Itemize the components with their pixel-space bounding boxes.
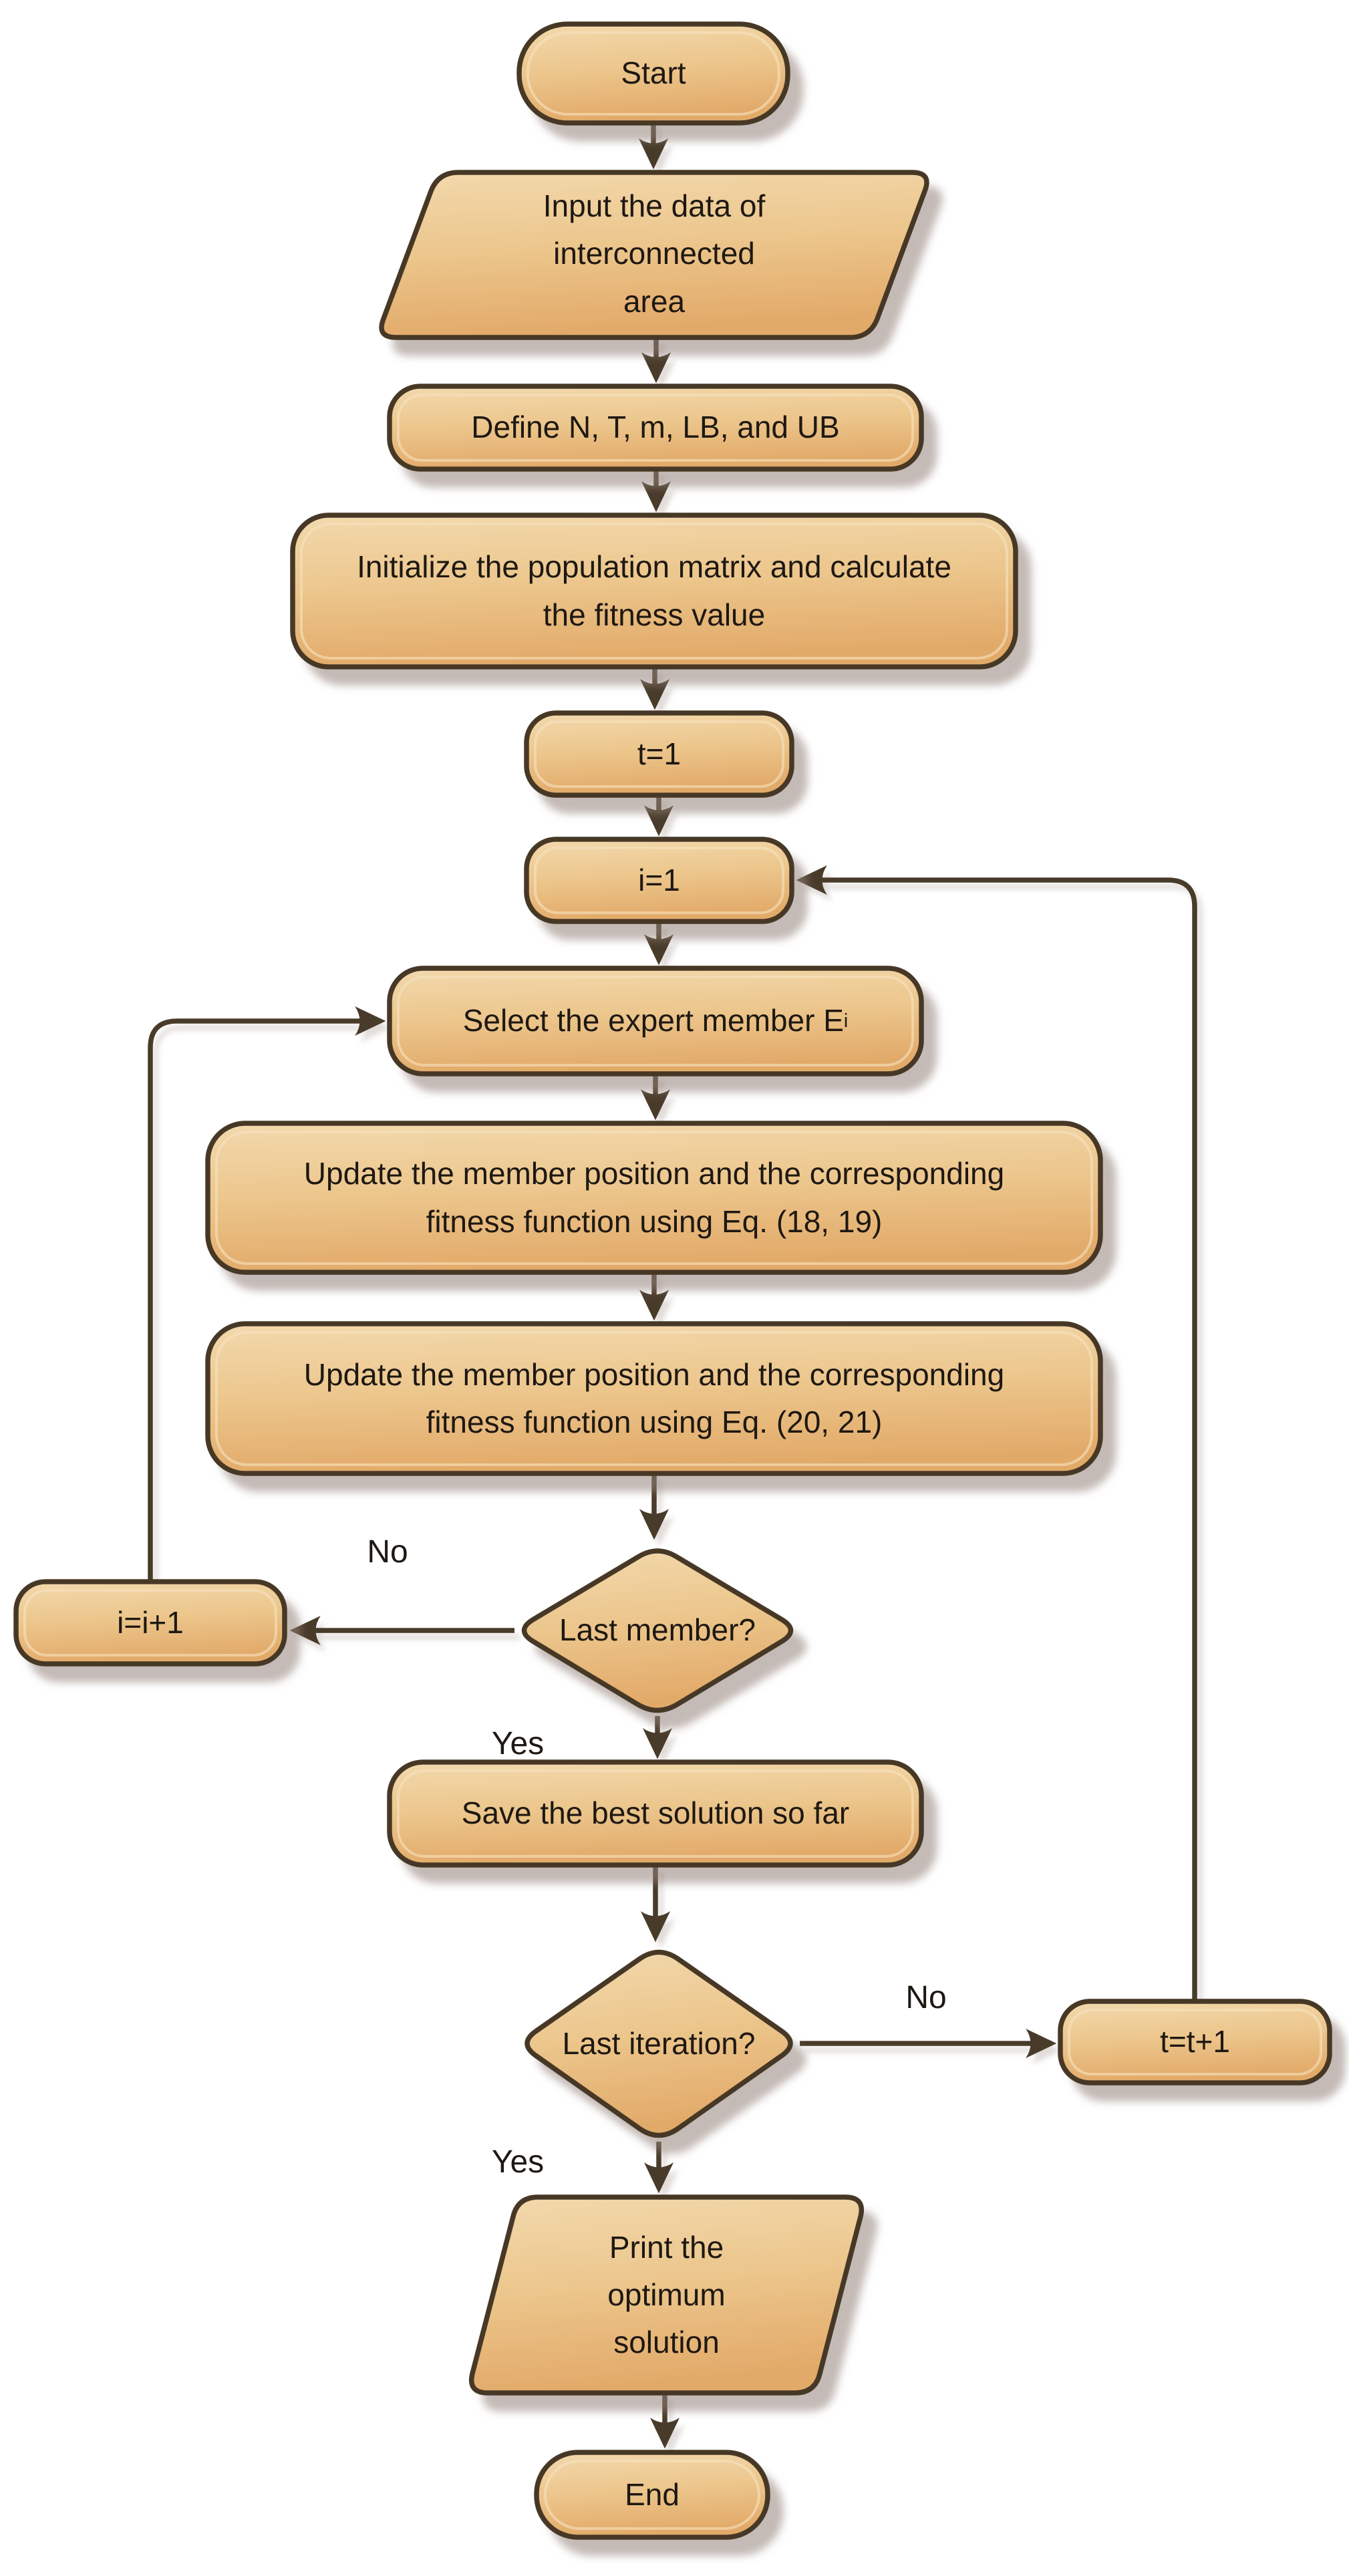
i-init-highlight — [534, 847, 784, 914]
last-member-diamond-shape — [521, 1548, 794, 1713]
edge-t-increment-to-i-init — [796, 865, 1197, 2001]
start-highlight — [527, 31, 780, 116]
i-increment-node-shape — [13, 1579, 287, 1667]
update-20-21-node-shape — [205, 1321, 1103, 1476]
t-init-highlight — [534, 720, 784, 788]
print-solution-node-shape — [469, 2194, 864, 2396]
last-iteration-diamond-shape — [524, 1949, 793, 2138]
end-node-shape — [534, 2450, 770, 2540]
update2-highlight — [215, 1331, 1093, 1466]
select-expert-node-shape — [387, 966, 924, 1077]
t-init-node-shape — [524, 710, 794, 798]
start-node-shape — [516, 21, 790, 126]
select-highlight — [397, 976, 914, 1066]
edges-group — [148, 123, 1197, 2449]
node-highlights — [23, 31, 1322, 2530]
t-increment-node-shape — [1058, 1999, 1332, 2086]
initialize-highlight — [300, 523, 1008, 660]
define-highlight — [397, 394, 914, 462]
input-data-node-shape — [379, 170, 929, 340]
nodes-group — [13, 21, 1332, 2540]
update-18-19-node-shape — [205, 1121, 1103, 1275]
i-init-node-shape — [524, 837, 794, 924]
i-increment-highlight — [23, 1589, 277, 1657]
initialize-node-shape — [290, 513, 1018, 670]
end-highlight — [544, 2460, 760, 2530]
save-highlight — [397, 1769, 914, 1858]
save-best-node-shape — [387, 1759, 924, 1868]
update1-highlight — [215, 1131, 1093, 1265]
t-increment-highlight — [1068, 2009, 1322, 2076]
edge-i-increment-to-select — [148, 1006, 386, 1582]
define-params-node-shape — [387, 384, 924, 472]
